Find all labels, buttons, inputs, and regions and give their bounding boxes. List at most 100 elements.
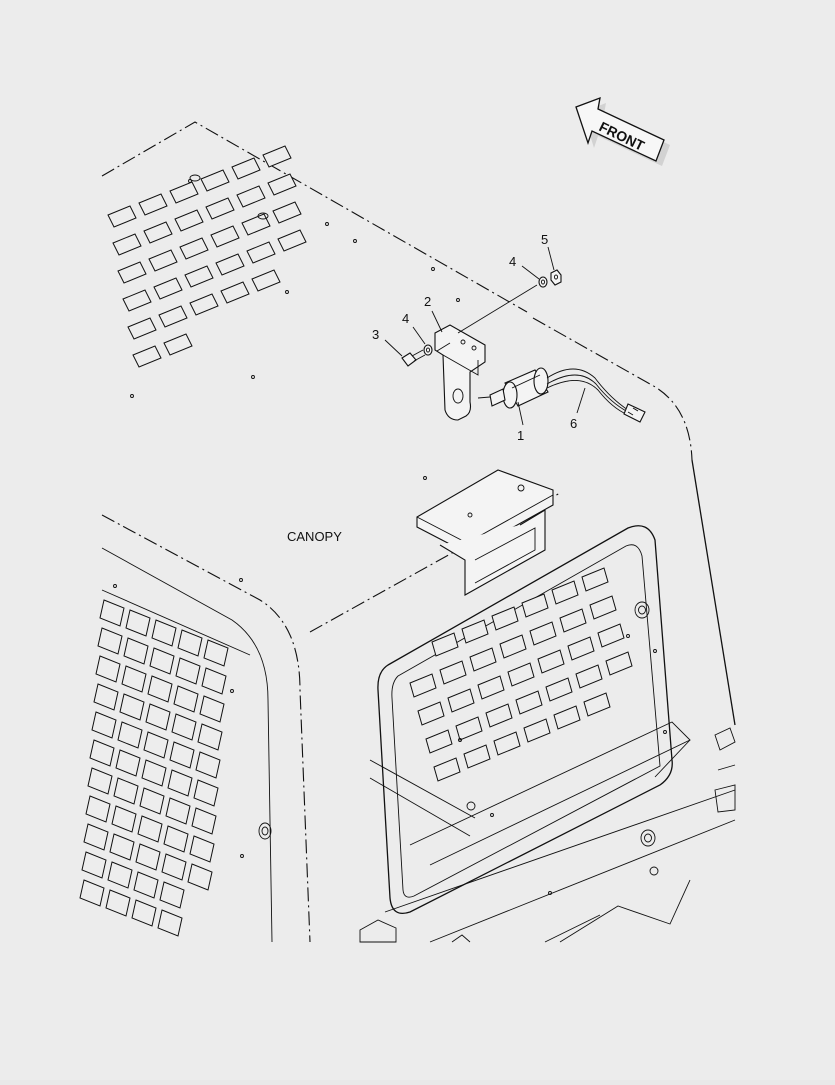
grille-slot	[425, 729, 453, 754]
grille-slot	[161, 853, 187, 881]
grille-slot	[107, 861, 133, 889]
grille-slot	[589, 595, 617, 620]
grille-slot	[121, 665, 147, 693]
grille-slot	[109, 833, 135, 861]
grille-slot	[545, 677, 573, 702]
grille-slot	[559, 608, 587, 633]
grille-slot	[95, 655, 121, 683]
grille-slot	[85, 795, 111, 823]
grille-slot	[485, 703, 513, 728]
grille-slot	[431, 632, 459, 657]
grille-slot	[521, 593, 549, 618]
grille-slot	[210, 225, 240, 248]
roof-holes	[113, 174, 460, 588]
grille-slot	[461, 619, 489, 644]
grille-slot	[205, 197, 235, 220]
grille-slot	[119, 693, 145, 721]
grille-slot	[113, 777, 139, 805]
grille-slot	[135, 843, 161, 871]
grille-slot	[179, 237, 209, 260]
side-window-frame	[359, 525, 736, 943]
callout-4-right-label: 4	[509, 254, 516, 269]
grille-slot	[197, 723, 223, 751]
grille-slot	[117, 721, 143, 749]
grille-slot	[553, 705, 581, 730]
grille-slot	[184, 265, 214, 288]
grille-slot	[220, 281, 250, 304]
canopy-roof	[101, 121, 736, 943]
grille-slot	[433, 757, 461, 782]
grille-slot	[469, 647, 497, 672]
grille-slot	[127, 317, 157, 340]
callout-3-label: 3	[372, 327, 379, 342]
grille-slot	[139, 787, 165, 815]
grille-slot	[105, 889, 131, 917]
grille-slot	[409, 673, 437, 698]
grille-slot	[122, 289, 152, 312]
grille-slot	[439, 660, 467, 685]
callout-5: 5	[541, 232, 555, 271]
callout-1-label: 1	[517, 428, 524, 443]
grille-slot	[87, 767, 113, 795]
grille-slot	[581, 567, 609, 592]
grille-slot	[523, 718, 551, 743]
window-grille	[409, 567, 633, 782]
grille-slot	[137, 815, 163, 843]
grille-slot	[417, 701, 445, 726]
grille-slot	[605, 651, 633, 676]
grille-slot	[575, 664, 603, 689]
grille-slot	[159, 881, 185, 909]
grille-slot	[499, 634, 527, 659]
grille-slot	[158, 305, 188, 328]
grille-slot	[241, 213, 271, 236]
grille-slot	[191, 807, 217, 835]
grille-slot	[277, 229, 307, 252]
grille-slot	[199, 695, 225, 723]
grille-slot	[267, 173, 297, 196]
grille-slot	[447, 688, 475, 713]
callout-6: 6	[570, 387, 586, 431]
grille-slot	[167, 769, 193, 797]
grille-slot	[163, 333, 193, 356]
grille-slot	[493, 731, 521, 756]
grille-slot	[89, 739, 115, 767]
grille-slot	[236, 185, 266, 208]
grille-slot	[97, 627, 123, 655]
callout-1: 1	[517, 401, 524, 443]
grille-slot	[111, 805, 137, 833]
grille-slot	[551, 580, 579, 605]
grille-slot	[507, 662, 535, 687]
callout-4-left: 4	[402, 311, 426, 345]
grille-slot	[117, 261, 147, 284]
grille-slot	[187, 863, 213, 891]
grille-slot	[175, 657, 201, 685]
canopy-side-panel	[79, 589, 272, 937]
grille-slot	[81, 851, 107, 879]
roof-handle	[416, 469, 554, 596]
grille-slot	[157, 909, 183, 937]
grille-slot	[163, 825, 189, 853]
grille-slot	[203, 639, 229, 667]
grille-slot	[165, 797, 191, 825]
grille-slot	[171, 713, 197, 741]
callouts: 1 2 3 4 4 5 6	[372, 232, 586, 443]
grille-slot	[597, 623, 625, 648]
grille-slot	[193, 779, 219, 807]
grille-slot	[143, 731, 169, 759]
grille-slot	[246, 241, 276, 264]
grille-slot	[131, 899, 157, 927]
grille-slot	[251, 269, 281, 292]
callout-6-label: 6	[570, 416, 577, 431]
grille-slot	[567, 636, 595, 661]
grille-slot	[132, 345, 162, 368]
grille-slot	[145, 703, 171, 731]
grille-slot	[151, 619, 177, 647]
grille-slot	[148, 249, 178, 272]
grille-slot	[169, 181, 199, 204]
grille-slot	[138, 193, 168, 216]
grille-slot	[272, 201, 302, 224]
grille-slot	[79, 879, 105, 907]
grille-slot	[99, 599, 125, 627]
